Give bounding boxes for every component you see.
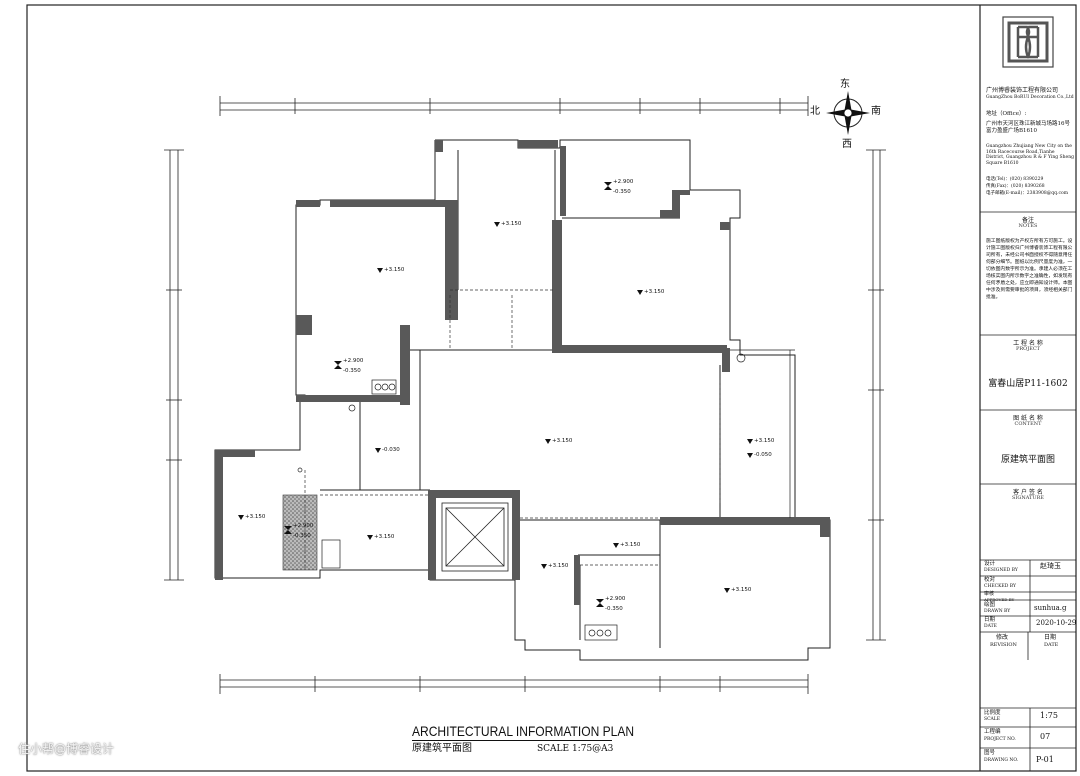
designer-name: 赵琦玉 [1040,562,1061,570]
level-label: +3.150 [731,587,752,593]
revdate-label-en: DATE [1044,642,1059,648]
company-name-en: GuangZhou BoRUI Decoration Co.,Ltd [986,95,1074,100]
level-label: -0.350 [605,606,623,612]
level-label: +3.150 [245,514,266,520]
level-label: +3.150 [552,438,573,444]
dashed-openings [304,289,721,570]
plan-title-en: ARCHITECTURAL INFORMATION PLAN [412,723,635,739]
concrete-walls [215,140,830,605]
scale-value: 1:75 [1040,711,1058,720]
level-label: +3.150 [548,563,569,569]
content-heading-en: CONTENT [1014,421,1042,427]
drawing-content-name: 原建筑平面图 [1000,455,1055,465]
level-label: +3.150 [384,267,405,273]
compass-west-label: 西 [842,139,852,150]
kitchen-fixtures [297,353,746,641]
drawn-label-en: DRAWN BY [984,609,1011,614]
level-label: +3.150 [374,534,395,540]
signature-heading-cn: 客 户 签 名 [1013,489,1043,496]
project-no-label-en: PROJECT NO. [984,737,1016,742]
sheet-outer-border [26,4,1077,772]
level-markers: +3.150 +3.150 +3.150 +3.150 +3.150 +3.15… [238,179,775,612]
revision-label-cn: 修改 [996,634,1009,641]
drawer-name: sunhua.g [1034,604,1067,612]
level-label: +2.900 [605,596,626,602]
checked-label-en: CHECKED BY [984,584,1016,589]
drawing-no-value: P-01 [1036,755,1054,764]
fax-text: 传真(Fax)：(020) 8390268 [986,184,1045,189]
level-label: +3.150 [644,289,665,295]
level-label: +3.150 [620,542,641,548]
level-label: -0.030 [382,447,400,453]
company-logo [1002,16,1054,68]
level-label: -0.350 [293,533,311,539]
drawing-date: 2020-10-29 [1036,619,1077,627]
plan-scale-note: SCALE 1:75@A3 [537,744,614,754]
company-name-cn: 广州博睿装饰工程有限公司 [986,87,1059,94]
drawing-no-label-en: DRAWING NO. [984,758,1019,763]
notes-heading-cn: 备注 [1021,217,1034,224]
level-label: +2.900 [613,179,634,185]
scale-label-en: SCALE [984,717,1001,722]
scale-label-cn: 比例度 [984,710,1001,716]
revision-label-en: REVISION [990,642,1017,648]
date-label-cn: 日期 [984,617,996,623]
designed-label-cn: 设计 [984,561,996,567]
office-label: 地址（Office）: [986,111,1027,117]
drawn-label-cn: 绘图 [984,602,996,608]
address-cn: 广州市天河区珠江新城马场路16号富力盈盛广场B1610 [986,121,1070,134]
compass-north-label: 北 [810,106,820,117]
north-arrow-compass [826,91,870,135]
content-heading-cn: 图 纸 名 称 [1013,415,1043,422]
approved-label-cn: 审核 [984,591,995,597]
dimension-lines [164,96,886,694]
elevator-shaft [441,502,509,572]
email-text: 电子邮箱(E-mail)：2383908@qq.com [986,191,1068,196]
level-label: +2.900 [293,523,314,529]
project-heading-en: PROJECT [1015,346,1041,352]
titleblock-grid [980,211,1076,771]
project-no-label-cn: 工程编 [984,729,1001,735]
checked-label-cn: 校对 [984,577,996,583]
plan-title-cn: 原建筑平面图 [412,743,472,754]
level-label: -0.350 [343,368,361,374]
compass-east-label: 东 [840,79,850,90]
notes-text: 施工图纸版权为产权方所有方可施工。设计施工图版权归广州博睿装饰工程有限公司所有，… [986,239,1073,300]
balcony-railing [730,349,795,518]
watermark-text: 住小帮@博睿设计 [18,742,115,756]
level-label: +3.150 [501,221,522,227]
level-label: -0.350 [613,189,631,195]
project-name: 富春山居P11-1602 [988,379,1068,389]
address-en: Guangzhou Zhujiang New City on the 16th … [986,144,1074,166]
designed-label-en: DESIGNED BY [984,568,1018,573]
level-label: +3.150 [754,438,775,444]
notes-heading-en: NOTES [1018,223,1038,229]
approved-label-en: APPROVED BY [984,597,1015,602]
date-label-en: DATE [984,624,997,629]
plan-title-underline [412,740,612,741]
project-no-value: 07 [1040,732,1051,741]
level-label: -0.050 [754,452,772,458]
project-heading-cn: 工 程 名 称 [1013,340,1043,347]
compass-south-label: 南 [871,106,881,117]
signature-heading-en: SIGNATURE [1011,495,1045,501]
revdate-label-cn: 日期 [1044,634,1057,641]
tel-text: 电话(Tel)：(020) 8390229 [986,177,1044,182]
drawing-no-label-cn: 图号 [984,750,996,756]
level-label: +2.900 [343,358,364,364]
